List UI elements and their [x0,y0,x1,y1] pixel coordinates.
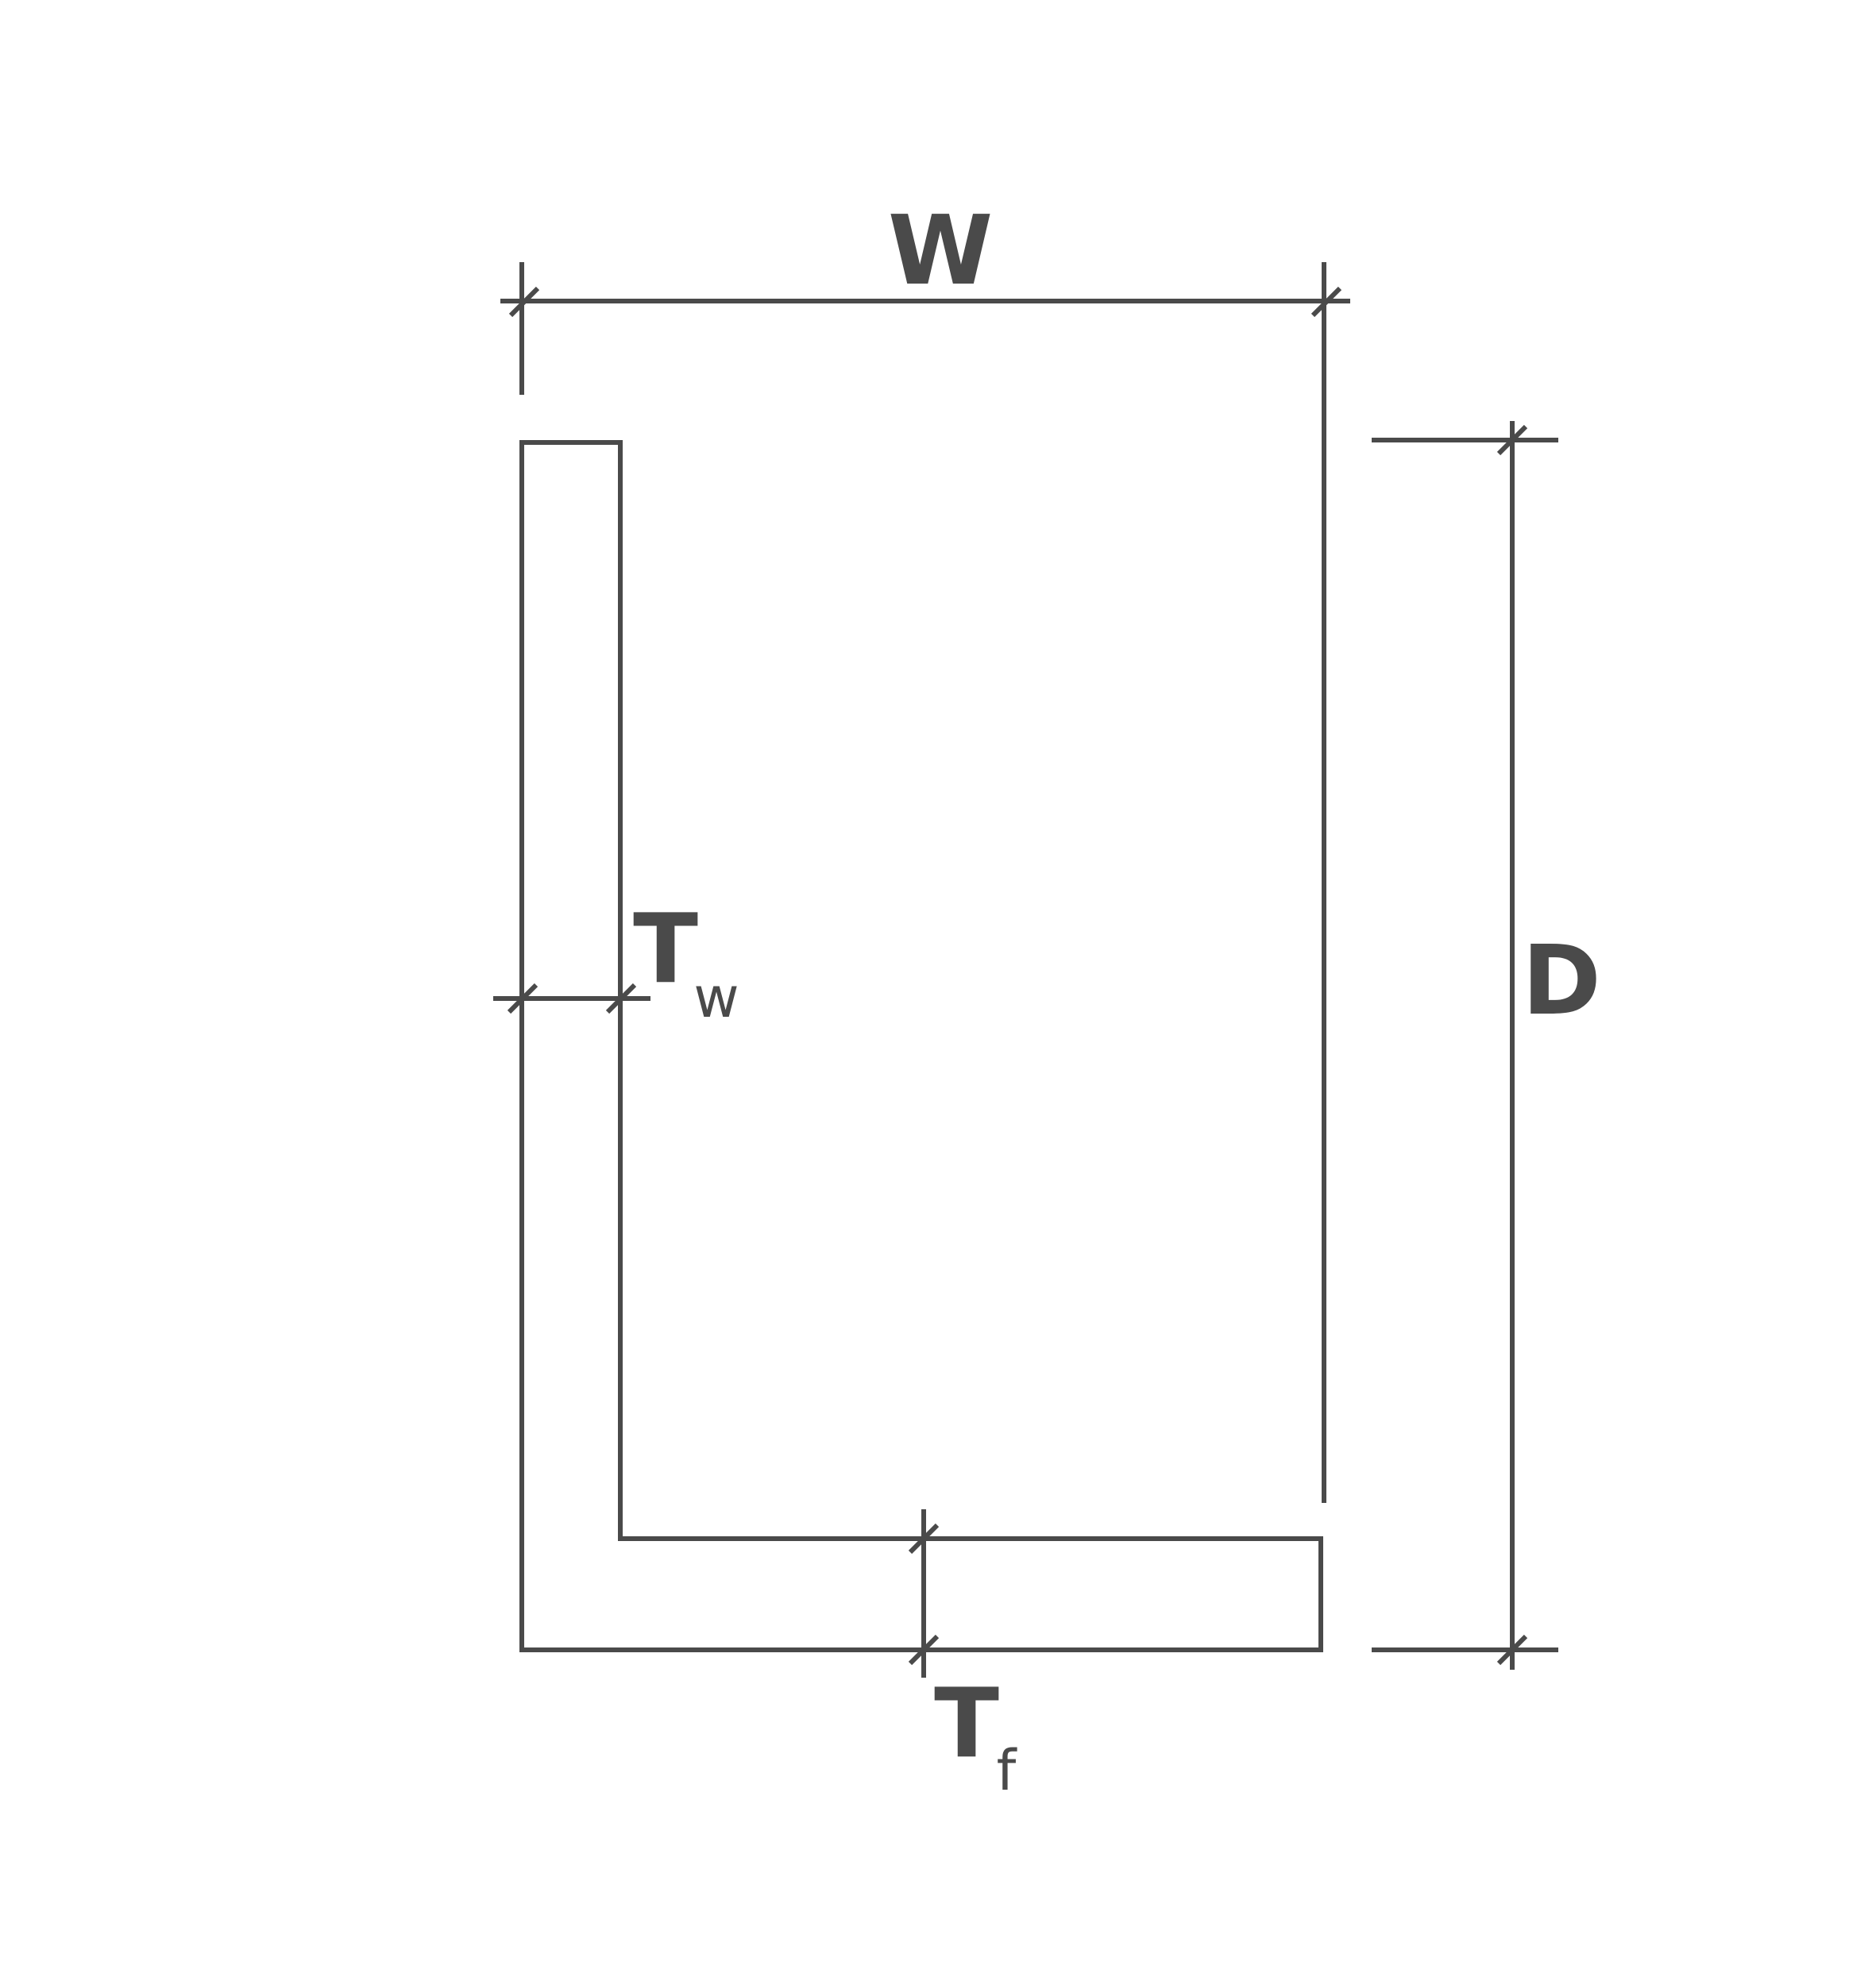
flange-thickness-tick-top [908,1523,940,1555]
web-thickness-tick-left [507,983,538,1014]
depth-dimension: D [1372,421,1601,1670]
flange-thickness-label: T [934,1669,999,1779]
depth-tick-bottom [1496,1634,1528,1666]
width-dimension: W [500,196,1350,1503]
web-thickness-label: T [633,894,698,1005]
depth-tick-top [1496,424,1528,456]
width-tick-left [508,286,540,318]
flange-thickness-dimension: T f [908,1509,1017,1803]
width-label: W [888,196,993,307]
flange-thickness-subscript: f [997,1738,1017,1803]
web-thickness-tick-right [605,983,637,1014]
flange-thickness-tick-bottom [908,1634,940,1666]
depth-label: D [1522,926,1601,1037]
l-section-outline [519,440,1323,1652]
width-tick-right [1310,286,1342,318]
web-thickness-subscript: w [693,965,739,1030]
web-thickness-dimension: T w [493,894,739,1030]
